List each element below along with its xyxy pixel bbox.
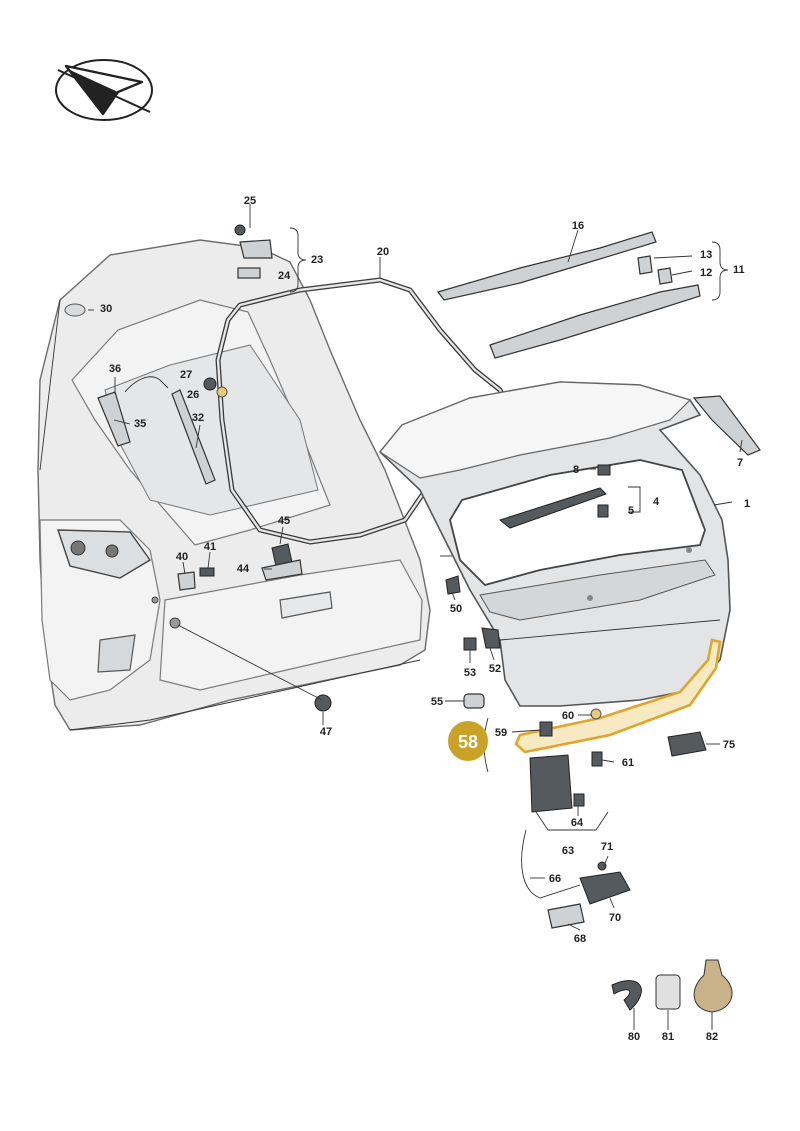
callout-36: 36 [109,363,121,375]
leader-lines [88,204,743,1030]
trim-strip-lower [489,284,701,359]
callout-60: 60 [562,710,574,722]
callout-26: 26 [187,389,199,401]
callout-80: 80 [628,1031,640,1043]
callout-66: 66 [549,873,561,885]
callout-81: 81 [662,1031,674,1043]
callout-70: 70 [609,912,621,924]
paper-plane-logo-icon [55,59,153,121]
callout-5: 5 [628,505,634,517]
callout-32: 32 [192,412,204,424]
callout-55: 55 [431,696,443,708]
callout-7: 7 [737,457,743,469]
callout-47: 47 [320,726,332,738]
callout-4: 4 [653,496,660,508]
callout-44: 44 [237,563,250,575]
callout-8: 8 [573,464,579,476]
highlight-badge [448,721,488,761]
callout-68: 68 [574,933,586,945]
callout-61: 61 [622,757,634,769]
callout-20: 20 [377,246,389,258]
callout-41: 41 [204,541,216,553]
trim-strip-upper [437,231,657,301]
callout-71: 71 [601,841,613,853]
callout-27: 27 [180,369,192,381]
callout-labels: 25 23 24 20 16 13 12 11 30 36 27 26 35 3… [100,195,750,1043]
callout-12: 12 [700,267,712,279]
callout-45: 45 [278,515,290,527]
callout-13: 13 [700,249,712,261]
callout-75: 75 [723,739,735,751]
callout-53: 53 [464,667,476,679]
highlight-badge-label: 58 [458,732,478,752]
callout-64: 64 [571,817,584,829]
car-body [37,239,431,731]
callout-1: 1 [744,498,750,510]
tailgate [378,381,731,707]
callout-23: 23 [311,254,323,266]
highlighted-trim-58 [514,638,722,754]
spoiler [692,395,761,456]
callout-82: 82 [706,1031,718,1043]
callout-16: 16 [572,220,584,232]
callout-50: 50 [450,603,462,615]
callout-11: 11 [733,264,745,276]
callout-35: 35 [134,418,146,430]
callout-25: 25 [244,195,256,207]
callout-59: 59 [495,727,507,739]
callout-63: 63 [562,845,574,857]
callout-40: 40 [176,551,188,563]
callout-30: 30 [100,303,112,315]
callout-24: 24 [278,270,291,282]
small-parts [64,224,733,1013]
callout-52: 52 [489,663,501,675]
